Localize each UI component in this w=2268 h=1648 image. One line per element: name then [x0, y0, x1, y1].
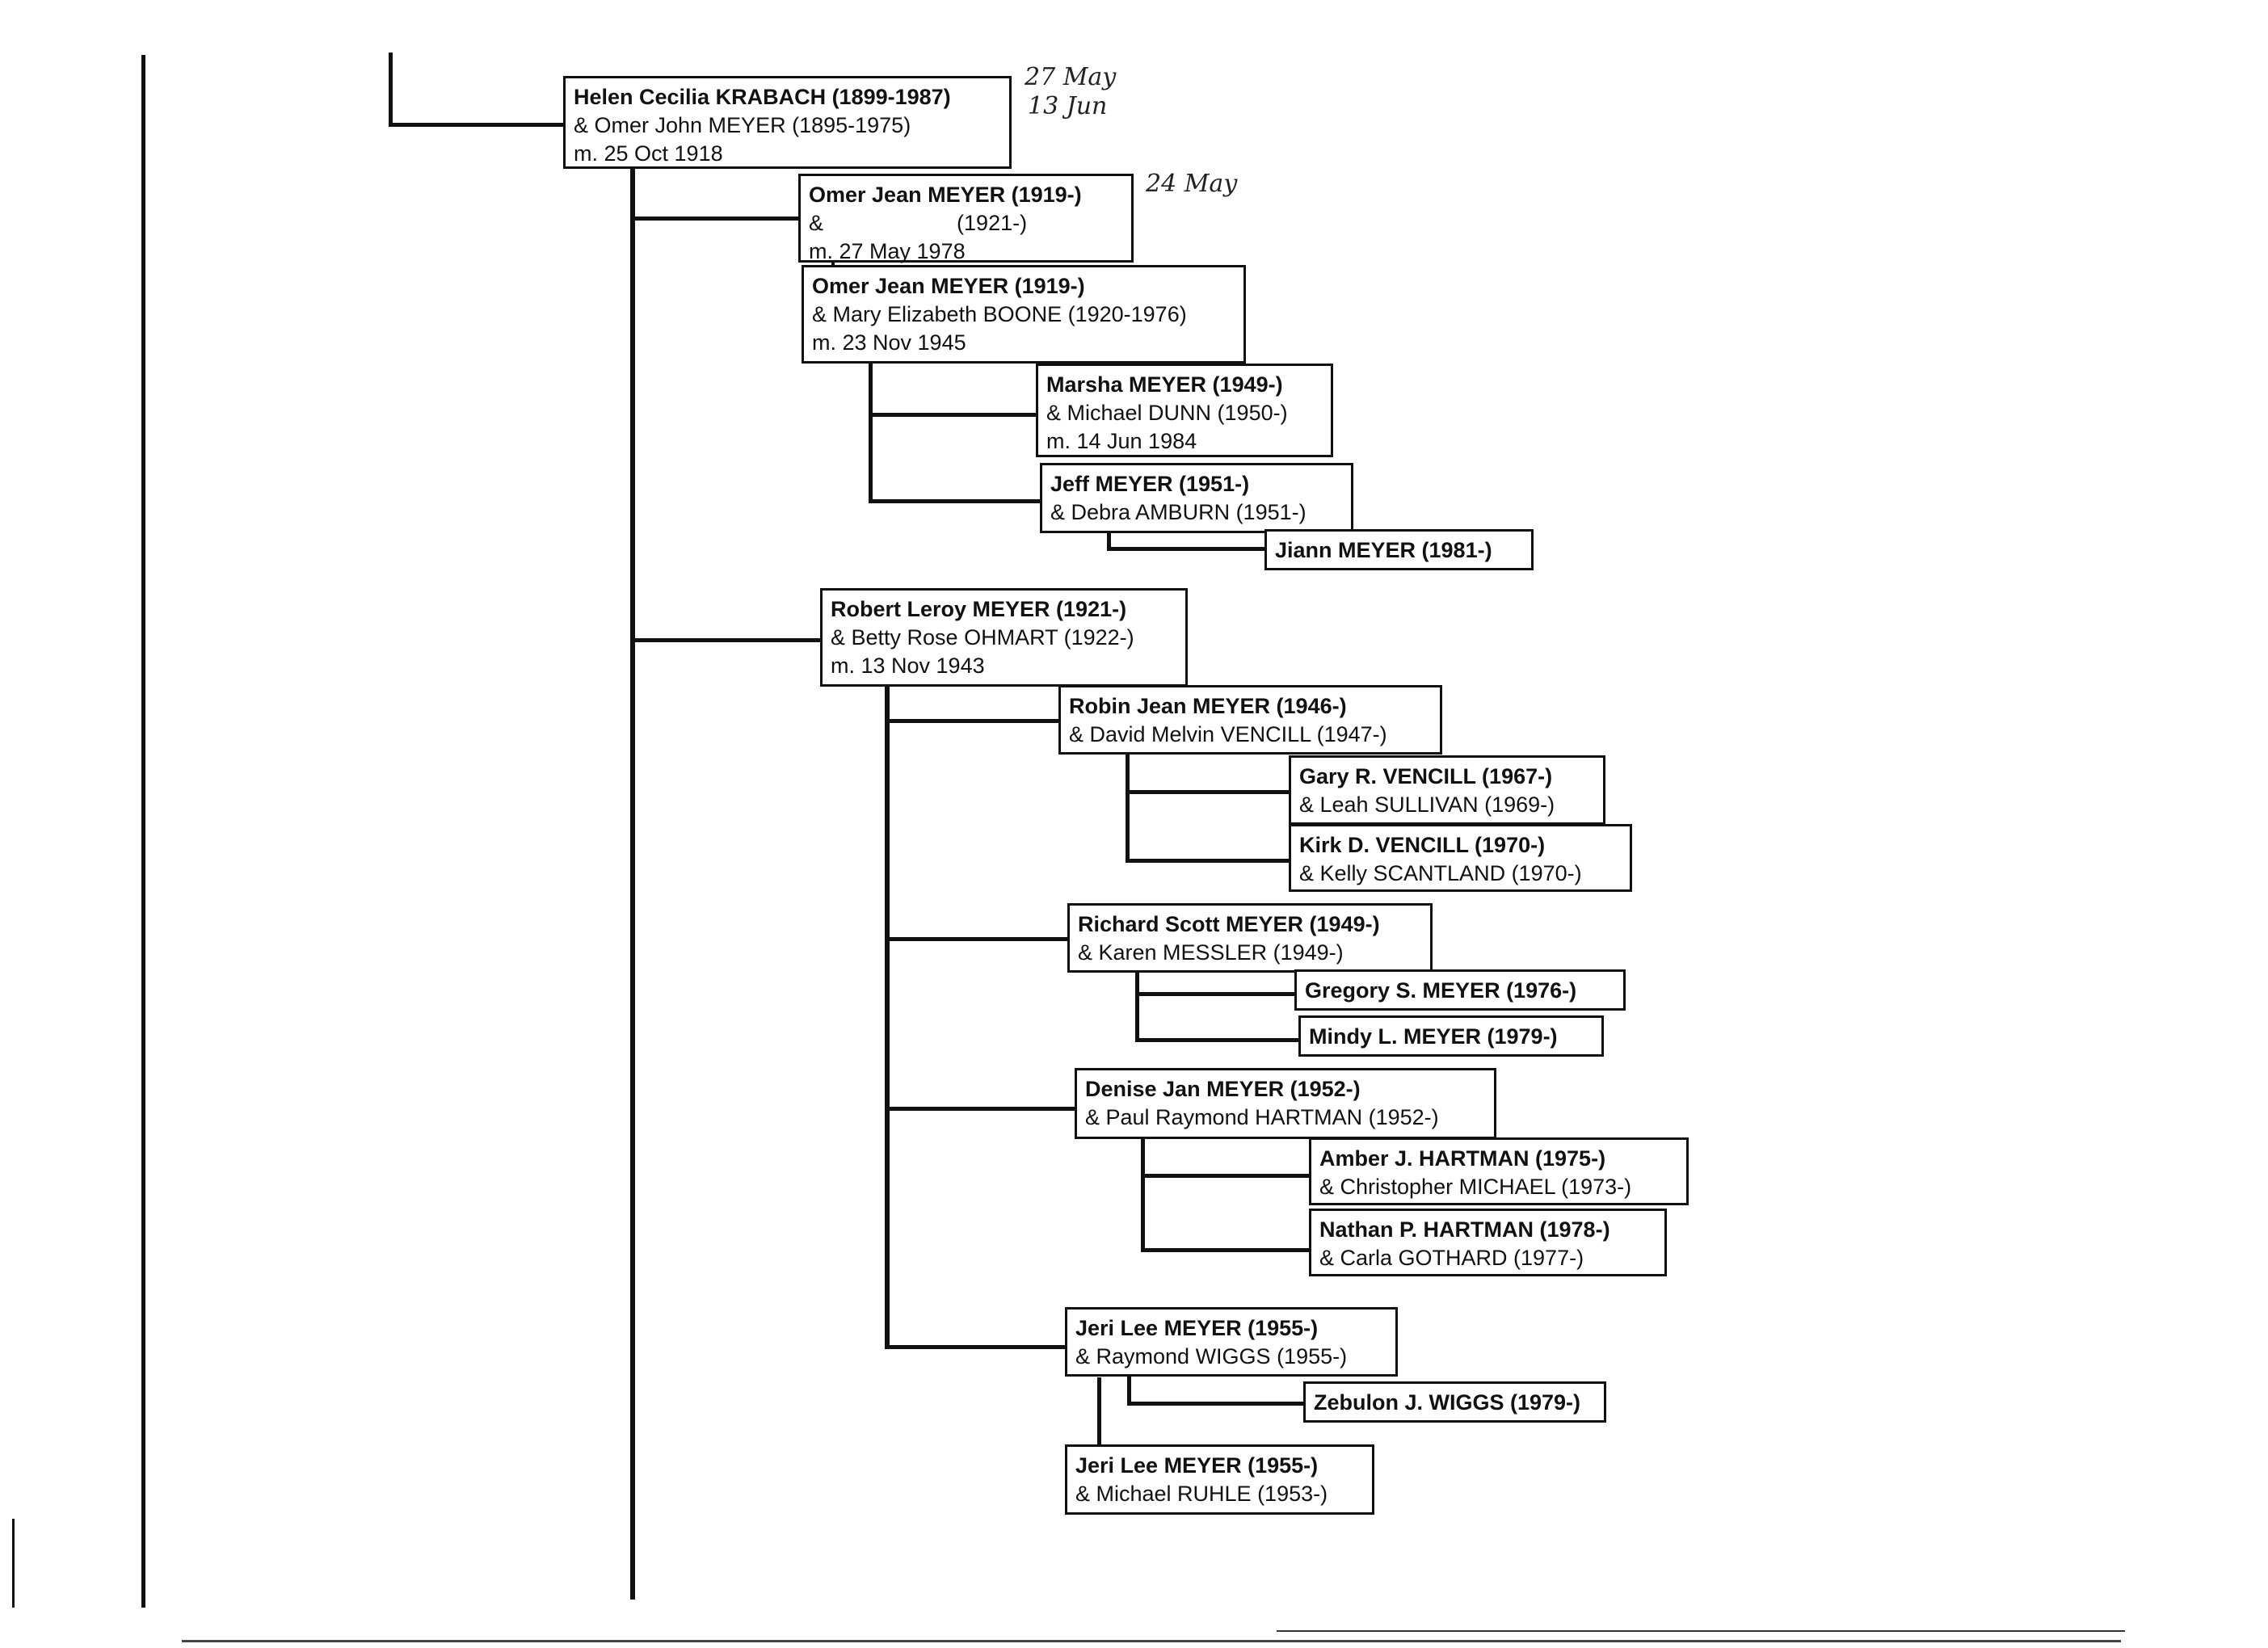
connector — [1107, 532, 1111, 551]
person-box-robin: Robin Jean MEYER (1946-) & David Melvin … — [1058, 685, 1442, 755]
spouse-line: & David Melvin VENCILL (1947-) — [1069, 722, 1387, 746]
margin-rule-left — [141, 55, 145, 1608]
person-name: Gary R. VENCILL (1967-) — [1299, 764, 1553, 788]
connector — [1141, 1174, 1311, 1178]
connector — [1126, 859, 1291, 863]
connector — [1135, 969, 1139, 1042]
connector — [869, 413, 1038, 417]
spouse-line: & Betty Rose OHMART (1922-) — [831, 625, 1134, 650]
spouse-line: & Mary Elizabeth BOONE (1920-1976) — [812, 302, 1187, 326]
person-name: Zebulon J. WIGGS (1979-) — [1314, 1390, 1581, 1415]
person-box-gary: Gary R. VENCILL (1967-) & Leah SULLIVAN … — [1289, 755, 1605, 825]
person-box-zebulon: Zebulon J. WIGGS (1979-) — [1303, 1381, 1606, 1423]
connector — [630, 217, 802, 221]
person-box-marsha: Marsha MEYER (1949-) & Michael DUNN (195… — [1036, 364, 1333, 457]
person-box-omer-jean-1: Omer Jean MEYER (1919-) & (1921-) m. 27 … — [798, 174, 1134, 263]
person-name: Jeff MEYER (1951-) — [1050, 472, 1250, 496]
person-name: Robin Jean MEYER (1946-) — [1069, 694, 1347, 718]
connector — [1107, 547, 1269, 551]
person-name: Mindy L. MEYER (1979-) — [1309, 1024, 1558, 1049]
connector — [869, 499, 1042, 503]
page-edge-mark — [1277, 1630, 2125, 1632]
person-name: Denise Jan MEYER (1952-) — [1085, 1077, 1361, 1101]
person-name: Marsha MEYER (1949-) — [1046, 372, 1283, 397]
marriage-date: m. 27 May 1978 — [809, 239, 966, 263]
marriage-date: m. 25 Oct 1918 — [574, 141, 723, 166]
connector — [1127, 1373, 1131, 1406]
person-box-omer-jean-2: Omer Jean MEYER (1919-) & Mary Elizabeth… — [802, 265, 1246, 364]
spouse-line: & Debra AMBURN (1951-) — [1050, 500, 1307, 524]
spouse-line: & (1921-) — [809, 211, 1028, 235]
connector — [389, 123, 566, 127]
person-box-jeri-1: Jeri Lee MEYER (1955-) & Raymond WIGGS (… — [1065, 1307, 1398, 1377]
spouse-line: & Raymond WIGGS (1955-) — [1075, 1344, 1348, 1368]
handwritten-note-date: 27 May — [1025, 63, 1117, 91]
person-box-helen: Helen Cecilia KRABACH (1899-1987) & Omer… — [563, 76, 1012, 169]
marriage-date: m. 14 Jun 1984 — [1046, 429, 1197, 453]
person-name: Omer Jean MEYER (1919-) — [812, 274, 1085, 298]
spouse-line: & Carla GOTHARD (1977-) — [1319, 1246, 1584, 1270]
connector — [1135, 1038, 1301, 1042]
person-name: Robert Leroy MEYER (1921-) — [831, 597, 1127, 621]
spouse-line: & Kelly SCANTLAND (1970-) — [1299, 861, 1582, 885]
spouse-line: & Omer John MEYER (1895-1975) — [574, 113, 911, 137]
person-name: Kirk D. VENCILL (1970-) — [1299, 833, 1546, 857]
person-box-gregory: Gregory S. MEYER (1976-) — [1294, 969, 1626, 1011]
person-name: Helen Cecilia KRABACH (1899-1987) — [574, 85, 951, 109]
margin-rule-edge — [12, 1519, 15, 1608]
spouse-line: & Christopher MICHAEL (1973-) — [1319, 1175, 1632, 1199]
person-box-denise: Denise Jan MEYER (1952-) & Paul Raymond … — [1075, 1068, 1496, 1139]
connector — [869, 362, 873, 503]
person-box-jeff: Jeff MEYER (1951-) & Debra AMBURN (1951-… — [1040, 463, 1353, 533]
person-name: Nathan P. HARTMAN (1978-) — [1319, 1217, 1610, 1242]
handwritten-note-date: 24 May — [1146, 170, 1238, 198]
person-box-mindy: Mindy L. MEYER (1979-) — [1298, 1015, 1604, 1057]
marriage-date: m. 13 Nov 1943 — [831, 654, 985, 678]
connector — [885, 937, 1069, 941]
connector — [885, 1345, 1067, 1349]
connector — [885, 685, 890, 1349]
person-box-jeri-2: Jeri Lee MEYER (1955-) & Michael RUHLE (… — [1065, 1444, 1374, 1515]
connector — [630, 166, 635, 1600]
connector — [1127, 1402, 1307, 1406]
connector — [630, 638, 822, 642]
person-box-jiann: Jiann MEYER (1981-) — [1264, 529, 1534, 570]
connector — [1141, 1139, 1145, 1252]
person-box-kirk: Kirk D. VENCILL (1970-) & Kelly SCANTLAN… — [1289, 824, 1632, 892]
connector — [885, 719, 1061, 723]
handwritten-note-date: 13 Jun — [1028, 92, 1108, 120]
person-box-nathan: Nathan P. HARTMAN (1978-) & Carla GOTHAR… — [1309, 1209, 1667, 1276]
spouse-line: & Michael RUHLE (1953-) — [1075, 1482, 1328, 1506]
marriage-date: m. 23 Nov 1945 — [812, 330, 966, 355]
connector — [1126, 790, 1291, 794]
connector — [885, 1107, 1076, 1111]
person-name: Gregory S. MEYER (1976-) — [1305, 978, 1577, 1003]
connector — [1141, 1248, 1311, 1252]
connector — [1135, 992, 1297, 996]
spouse-line: & Karen MESSLER (1949-) — [1078, 940, 1344, 965]
connector — [1097, 1377, 1101, 1446]
person-name: Jeri Lee MEYER (1955-) — [1075, 1316, 1319, 1340]
person-name: Jeri Lee MEYER (1955-) — [1075, 1453, 1319, 1478]
person-name: Jiann MEYER (1981-) — [1275, 538, 1492, 562]
person-box-robert: Robert Leroy MEYER (1921-) & Betty Rose … — [820, 588, 1188, 687]
person-name: Omer Jean MEYER (1919-) — [809, 183, 1082, 207]
spouse-line: & Paul Raymond HARTMAN (1952-) — [1085, 1105, 1439, 1129]
spouse-line: & Michael DUNN (1950-) — [1046, 401, 1288, 425]
spouse-line: & Leah SULLIVAN (1969-) — [1299, 792, 1555, 817]
connector — [389, 53, 393, 127]
page-bottom-rule — [182, 1640, 2121, 1642]
connector — [1126, 751, 1130, 863]
person-name: Richard Scott MEYER (1949-) — [1078, 912, 1380, 936]
person-box-amber: Amber J. HARTMAN (1975-) & Christopher M… — [1309, 1137, 1689, 1205]
person-box-richard: Richard Scott MEYER (1949-) & Karen MESS… — [1067, 903, 1433, 973]
person-name: Amber J. HARTMAN (1975-) — [1319, 1146, 1606, 1171]
